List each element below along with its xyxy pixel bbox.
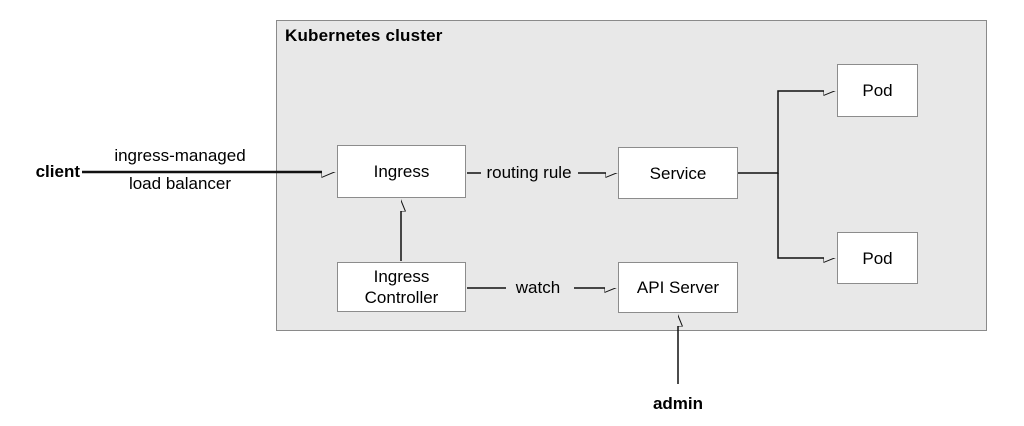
node-pod-bottom-label: Pod <box>862 248 893 268</box>
node-ingress: Ingress <box>337 145 466 198</box>
node-ingress-controller-label-line2: Controller <box>364 288 439 307</box>
node-ingress-controller: Ingress Controller <box>337 262 466 312</box>
node-pod-bottom: Pod <box>837 232 918 284</box>
node-pod-top-label: Pod <box>862 81 893 100</box>
node-service: Service <box>618 147 738 199</box>
node-api-server: API Server <box>618 262 738 313</box>
admin-actor-label: admin <box>652 394 704 413</box>
node-pod-top: Pod <box>837 64 918 117</box>
client-actor-label: client <box>35 162 80 181</box>
node-api-server-label: API Server <box>636 278 720 297</box>
node-service-label: Service <box>649 163 707 183</box>
node-ingress-controller-label: Ingress Controller <box>365 266 439 308</box>
cluster-title: Kubernetes cluster <box>285 26 443 45</box>
node-ingress-label: Ingress <box>373 162 430 181</box>
load-balancer-edge-label-line1: ingress-managed <box>114 146 246 165</box>
watch-edge-label: watch <box>515 278 561 297</box>
routing-rule-edge-label: routing rule <box>486 163 572 182</box>
load-balancer-edge-label-line2: load balancer <box>128 174 232 193</box>
node-ingress-controller-label-line1: Ingress <box>373 267 430 286</box>
